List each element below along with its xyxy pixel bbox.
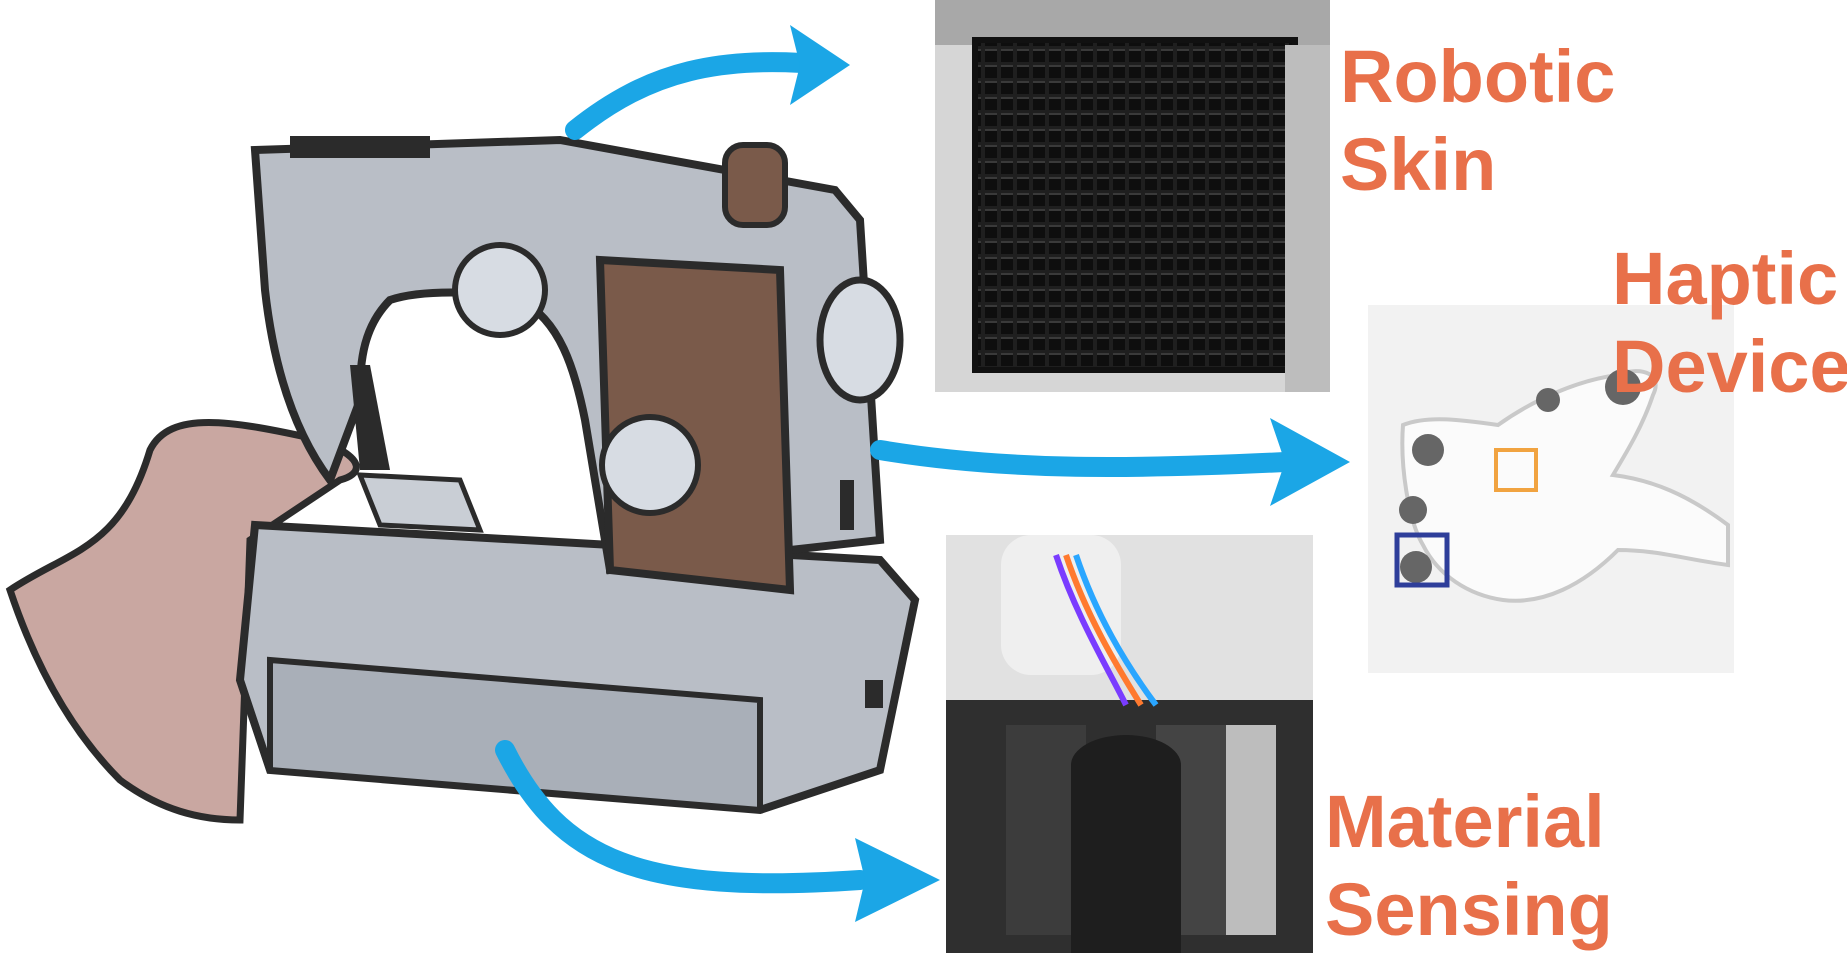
machine-knob-top	[452, 242, 548, 338]
arrowhead-icon	[790, 25, 850, 105]
material-sensing-photo	[946, 535, 1313, 953]
label-line: Skin	[1340, 123, 1497, 206]
label-line: Material	[1325, 780, 1605, 863]
sewing-machine-illustration	[5, 135, 920, 824]
label-line: Device	[1612, 325, 1847, 408]
arrowhead-icon	[855, 838, 940, 922]
label-haptic-device: Haptic Device	[1612, 242, 1847, 418]
arrowhead-icon	[1270, 418, 1350, 506]
robotic-skin-photo	[935, 0, 1330, 392]
machine-base-front	[267, 656, 763, 814]
haptic-device-photo	[1368, 305, 1734, 673]
label-material-sensing: Material Sensing	[1325, 785, 1613, 961]
curved-arrow-icon	[870, 440, 1295, 477]
haptic-highlight-blue	[1394, 532, 1450, 588]
haptic-highlight-orange	[1494, 448, 1538, 492]
label-line: Robotic	[1340, 35, 1616, 118]
machine-knob-bottom	[599, 414, 701, 516]
label-robotic-skin: Robotic Skin	[1340, 40, 1615, 216]
machine-handwheel	[816, 276, 904, 404]
label-line: Haptic	[1612, 237, 1839, 320]
curved-arrow-icon	[565, 52, 840, 140]
label-line: Sensing	[1325, 868, 1613, 951]
curved-arrow-icon	[495, 740, 870, 894]
